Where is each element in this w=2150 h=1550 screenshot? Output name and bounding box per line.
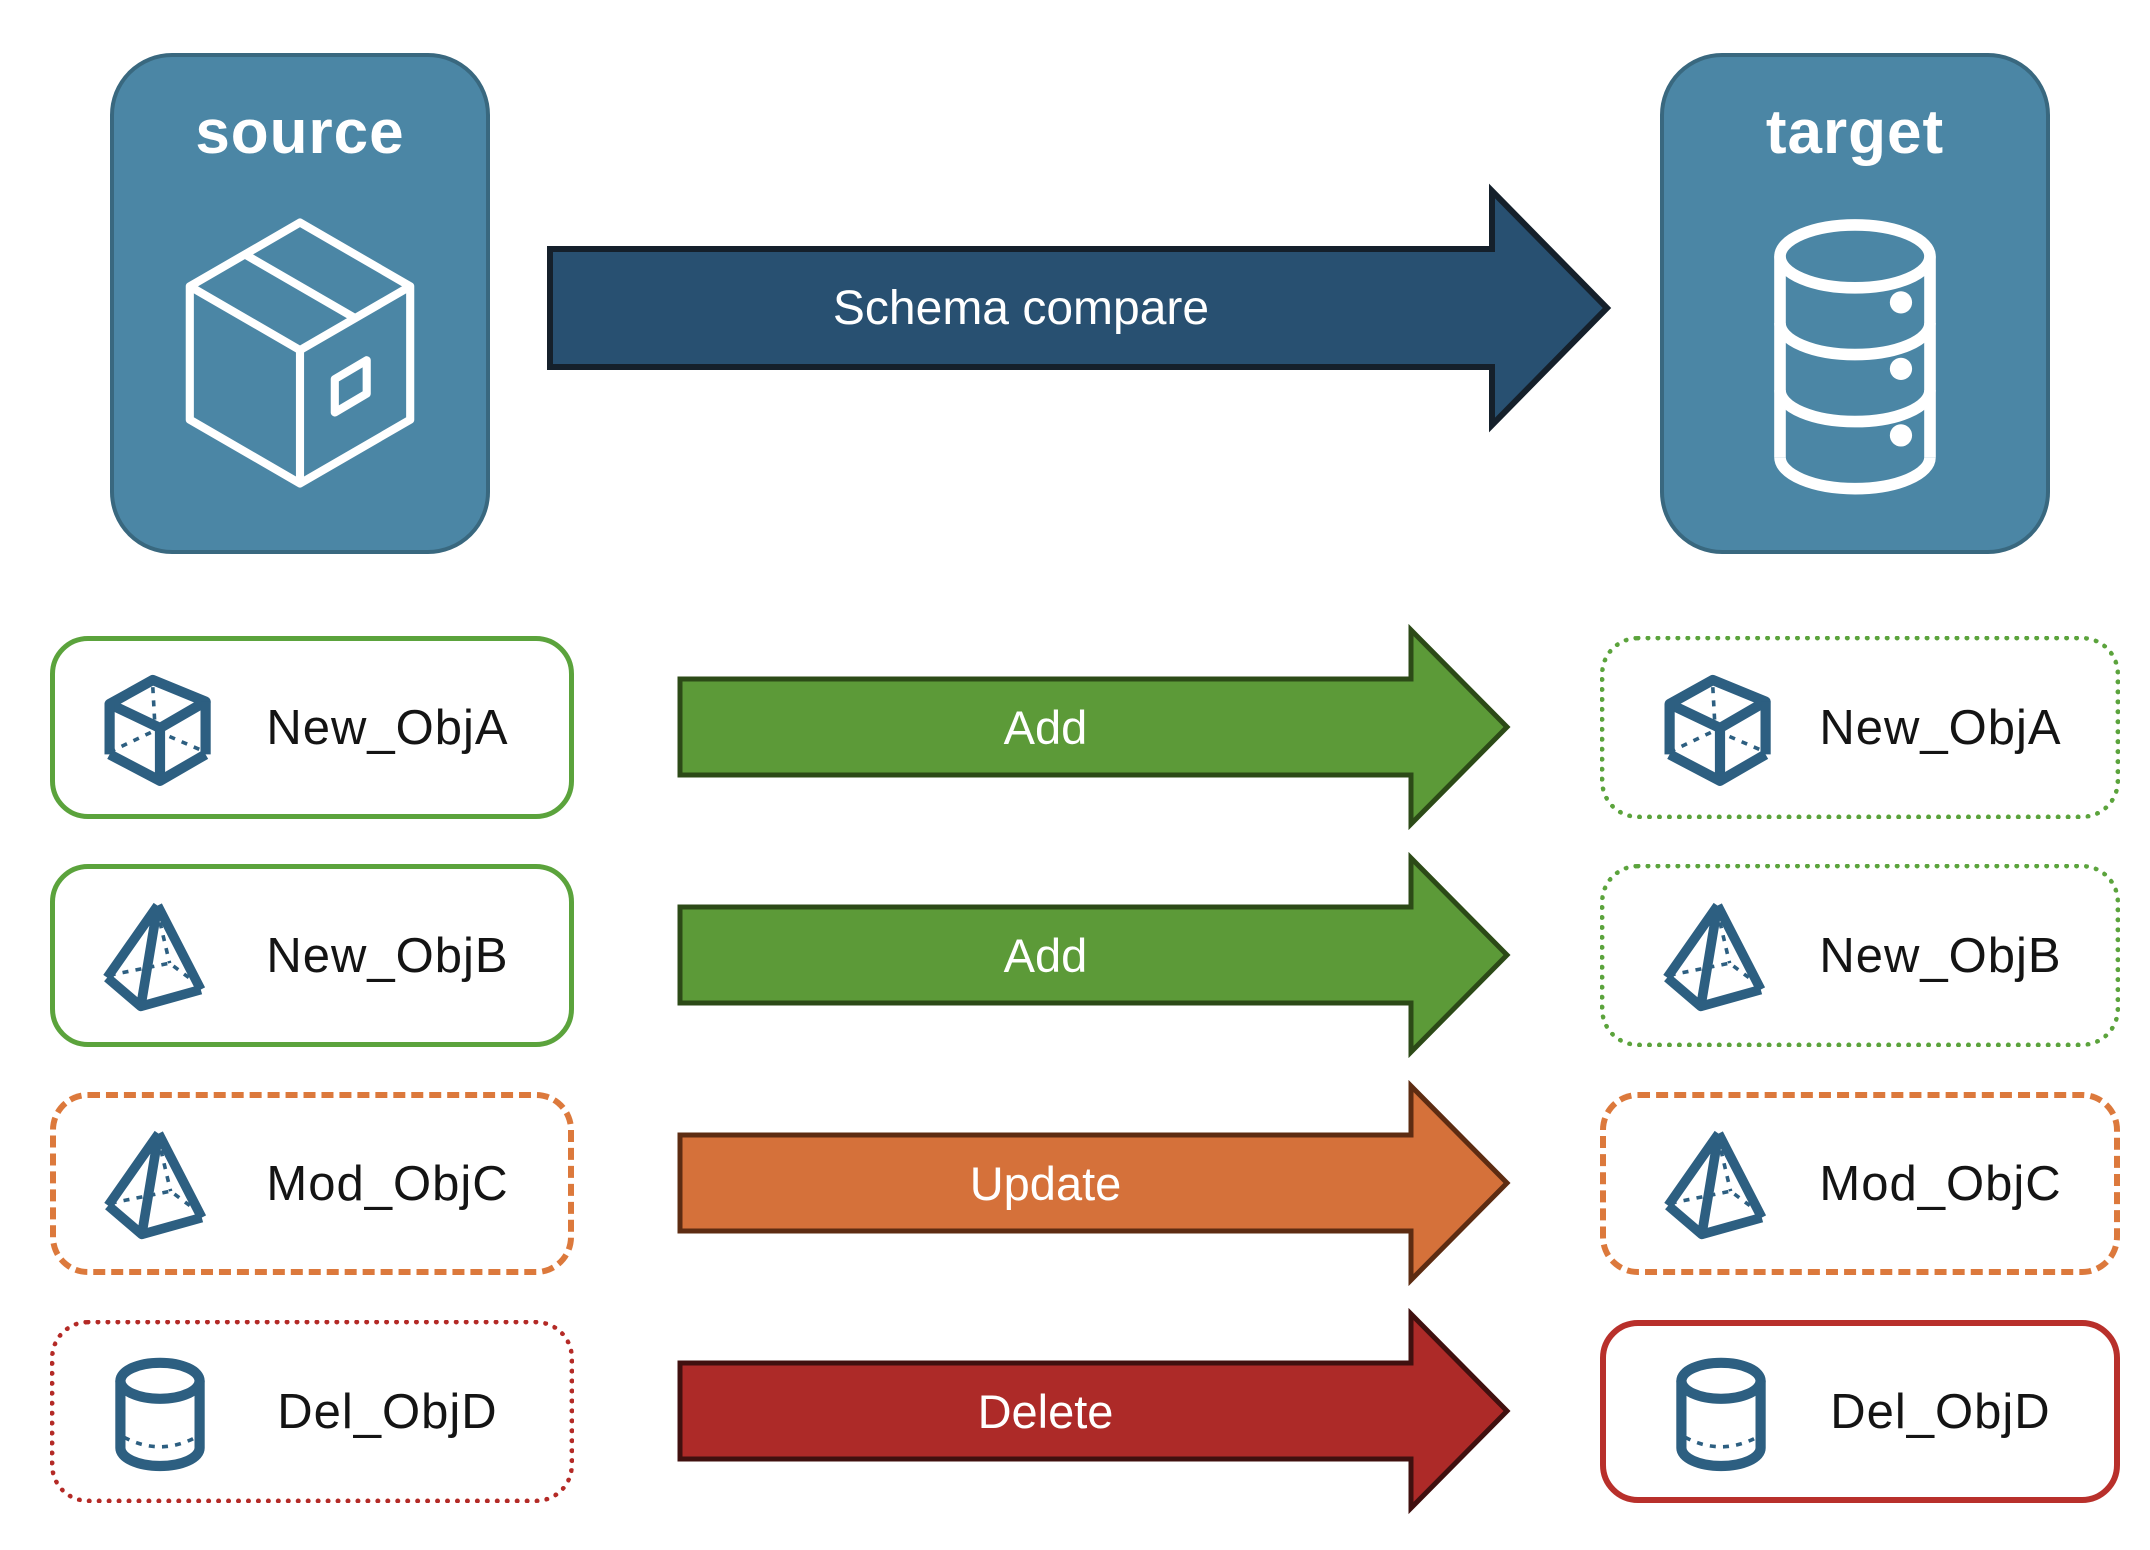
source-object-card-new-obja: New_ObjA	[50, 636, 574, 819]
database-icon	[1734, 208, 1976, 508]
update-arrow-row-3	[677, 1079, 1511, 1287]
object-label: New_ObjA	[266, 700, 509, 755]
add-arrow-label: Add	[1003, 700, 1088, 754]
source-object-card-new-objb: New_ObjB	[50, 864, 574, 1047]
cube-icon	[100, 668, 220, 788]
object-label: Mod_ObjC	[1819, 1156, 2062, 1211]
target-object-card-new-obja: New_ObjA	[1600, 636, 2120, 819]
source-object-card-mod-objc: Mod_ObjC	[50, 1092, 574, 1275]
source-object-card-del-objd: Del_ObjD	[50, 1320, 574, 1503]
object-label: New_ObjA	[1819, 700, 2062, 755]
package-icon	[155, 208, 445, 498]
target-panel-title: target	[1765, 98, 1945, 167]
cylinder-icon	[100, 1352, 220, 1472]
target-object-card-new-objb: New_ObjB	[1600, 864, 2120, 1047]
object-label: New_ObjB	[266, 928, 509, 983]
target-panel: target	[1660, 53, 2050, 554]
object-label: Del_ObjD	[1830, 1384, 2051, 1439]
target-object-card-mod-objc: Mod_ObjC	[1600, 1092, 2120, 1275]
pyramid-icon	[1660, 896, 1780, 1016]
add-arrow-row-1	[677, 623, 1511, 831]
pyramid-icon	[101, 1124, 221, 1244]
schema-compare-arrow-label: Schema compare	[832, 281, 1210, 335]
cylinder-icon	[1661, 1352, 1781, 1472]
pyramid-icon	[1661, 1124, 1781, 1244]
source-panel-title: source	[195, 98, 405, 167]
object-label: Del_ObjD	[277, 1384, 498, 1439]
pyramid-icon	[100, 896, 220, 1016]
add-arrow-label: Add	[1003, 928, 1088, 982]
cube-icon	[1660, 668, 1780, 788]
add-arrow-row-2	[677, 851, 1511, 1059]
schema-compare-arrow	[547, 183, 1612, 433]
delete-arrow-label: Delete	[977, 1384, 1114, 1438]
target-object-card-del-objd: Del_ObjD	[1600, 1320, 2120, 1503]
update-arrow-label: Update	[969, 1156, 1122, 1210]
delete-arrow-row-4	[677, 1307, 1511, 1515]
source-panel: source	[110, 53, 490, 554]
object-label: Mod_ObjC	[266, 1156, 509, 1211]
object-label: New_ObjB	[1819, 928, 2062, 983]
